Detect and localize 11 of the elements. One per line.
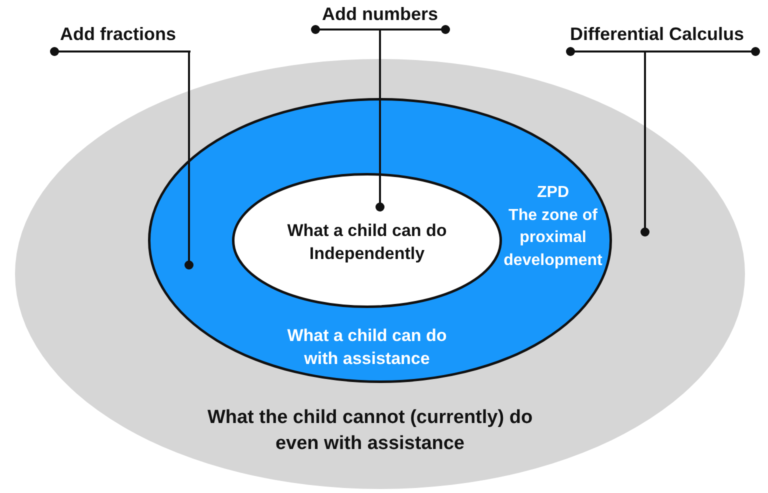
leader-line — [376, 29, 384, 212]
leader-line — [640, 51, 650, 236]
zone-description: The zone of proximal development — [502, 206, 604, 270]
zone-heading: ZPD — [536, 183, 570, 203]
region-label: What a child can do with assistance — [286, 324, 448, 370]
callout-label: Add numbers — [322, 3, 438, 25]
leader-line — [184, 51, 194, 270]
callout-label: Add fractions — [60, 23, 176, 45]
region-label: What a child can do Independently — [286, 220, 448, 264]
region-label: What the child cannot (currently) do even with assistance — [206, 406, 534, 456]
callout-label: Differential Calculus — [570, 23, 744, 45]
